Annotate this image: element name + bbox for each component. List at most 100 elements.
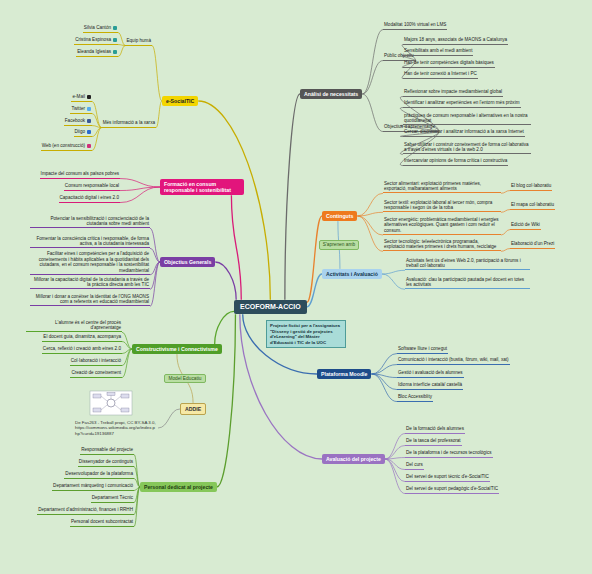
topic-text: Desenvolupador de la plataforma — [65, 471, 133, 476]
subtopic: Consum responsable local — [64, 183, 120, 190]
branch-line — [118, 46, 125, 57]
topic-text: Bloc Accessiblity — [398, 394, 432, 399]
topic-text: e-SocialTIC — [166, 98, 194, 104]
subtopic: El blog col·laboratiu — [510, 183, 552, 190]
topic-text: Gestió i avaluació dels alumnes — [398, 370, 463, 375]
topic-text: Idioma interfície català/ castellà — [398, 382, 462, 387]
subtopic: Sector tecnològic: teleelectrònica progr… — [383, 239, 501, 252]
topic-text: Millorar i donar a conèixer la identitat… — [36, 294, 149, 305]
subtopic: Responsable del projecte — [80, 447, 134, 454]
topic-text: Activitats fent ús d'eines Web 2.0, part… — [406, 258, 521, 269]
branch-line — [198, 101, 270, 300]
branch-line — [382, 274, 405, 289]
topic-text: ADDIE — [185, 406, 201, 412]
branch-line — [150, 248, 160, 262]
branch-line — [385, 459, 405, 482]
subtopic: L'alumne és el centre del procés d'apren… — [26, 320, 122, 333]
branch-topic: ADDIE — [180, 403, 206, 415]
topic-text: Objectius Generals — [164, 259, 211, 265]
link-icon — [113, 38, 117, 42]
subtopic: De la tasca del professorat — [405, 438, 462, 445]
topic-text: Avaluació del projecte — [326, 456, 381, 462]
branch-line — [357, 216, 383, 251]
branch-line — [152, 46, 162, 101]
topic-text: Del servei de suport tècnic d'e-SocialTI… — [406, 474, 489, 479]
branch-line — [371, 365, 397, 374]
topic-text: Consum responsable local — [65, 183, 119, 188]
subtopic: Intercanviar opinions de forma crítica i… — [403, 158, 508, 165]
subtopic: Idioma interfície català/ castellà — [397, 382, 463, 389]
subtopic: El mapa col·laboratiu — [510, 202, 555, 209]
subtopic: Fomentar la consciència crítica i respon… — [30, 236, 150, 249]
topic-text: Eleanda Iglesias — [77, 49, 111, 54]
branch-topic: e-SocialTIC — [162, 96, 198, 106]
branch-line — [362, 30, 383, 94]
subtopic: Creació de coneixement — [70, 370, 122, 377]
topic-text: Creació de coneixement — [71, 370, 121, 375]
topic-text: Han de tenir conexió a Internet i PC — [404, 71, 477, 76]
topic-text: Modalitat 100% virtual en LMS — [384, 22, 446, 27]
subtopic: Activitats fent ús d'eines Web 2.0, part… — [405, 258, 530, 271]
topic-text: El mapa col·laboratiu — [511, 202, 554, 207]
branch-line — [120, 187, 160, 203]
topic-text: Departament d'administració, finances i … — [38, 507, 133, 512]
subtopic: Twitter — [70, 106, 92, 113]
subtopic: Del servei de suport pedagògic d'e-Socia… — [405, 486, 499, 493]
subtopic: Impacte del consum als països pobres — [40, 171, 120, 178]
topic-text: Públic objectiu — [384, 53, 414, 58]
branch-line — [118, 33, 125, 46]
subtopic: Col·laboració i interacció — [70, 358, 122, 365]
subtopic: Més informació a la xarxa — [102, 120, 156, 127]
subtopic: Elaboració d'un Prezi — [510, 241, 555, 248]
topic-text: Anàlisi de necessitats — [304, 91, 358, 97]
topic-text: Projecte fictici per a l'assignatura "Di… — [270, 323, 340, 345]
branch-line — [122, 349, 132, 378]
subtopic: Desenvolupador de la plataforma — [64, 471, 134, 478]
topic-text: Equip humà — [126, 38, 151, 43]
subtopic: Millorar i donar a conèixer la identitat… — [30, 294, 150, 307]
subtopic: Cercar, discriminar i analitzar informac… — [403, 129, 525, 136]
subtopic: Saber utilitzar i construir coneixement … — [403, 142, 531, 155]
topic-text: Cristina Espinosa — [75, 37, 111, 42]
branch-line — [371, 354, 397, 374]
subtopic: e-Mail — [71, 94, 92, 101]
subtopic: Modalitat 100% virtual en LMS — [383, 22, 447, 29]
topic-text: Edició de Wiki — [511, 222, 540, 227]
link-icon — [87, 130, 91, 134]
branch-line — [122, 342, 132, 349]
topic-text: Identificar i analitzar experiències en … — [404, 100, 520, 105]
branch-line — [501, 249, 510, 252]
branch-line — [385, 459, 405, 494]
branch-topic: Personal dedicat al projecte — [140, 482, 217, 492]
topic-text: Facebook — [65, 118, 85, 123]
topic-text: Reflexionar sobre impacte mediambiental … — [404, 89, 502, 94]
branch-line — [120, 179, 160, 187]
topic-text: Facilitar eines i competències per a l'a… — [39, 251, 149, 273]
subtopic: Potenciar la sensibilització i conscienc… — [30, 216, 150, 229]
subtopic: Facilitar eines i competències per a l'a… — [30, 251, 150, 275]
branch-line — [134, 455, 140, 487]
subtopic: Han de tenir competències digitals bàsiq… — [403, 60, 495, 67]
branch-topic: Avaluació del projecte — [322, 454, 385, 464]
topic-text: Activitats i Avaluació — [326, 271, 378, 277]
branch-line — [118, 45, 125, 46]
subtopic: De la formació dels alumnes — [405, 426, 465, 433]
branch-topic: Continguts — [322, 211, 357, 221]
topic-text: Sector energètic: problemàtica mediambie… — [384, 217, 499, 233]
relation-label: S'aprenen amb — [319, 240, 359, 250]
subtopic: Majors 18 anys, associats de MAONS a Cat… — [403, 37, 508, 44]
topic-text: Twitter — [71, 106, 85, 111]
subtopic: Bloc Accessiblity — [397, 394, 433, 401]
subtopic: Diigo — [74, 129, 92, 136]
topic-text: Capacitació digital i eines 2.0 — [60, 195, 120, 200]
topic-text: Sector tecnològic: teleelectrònica progr… — [384, 239, 496, 250]
branch-line — [231, 195, 241, 300]
topic-text: Responsable del projecte — [81, 447, 133, 452]
branch-line — [501, 210, 510, 213]
topic-text: L'alumne és el centre del procés d'apren… — [55, 320, 121, 331]
topic-text: Potenciar la sensibilització i conscienc… — [50, 216, 149, 227]
link-icon — [87, 107, 91, 111]
topic-text: De la tasca del professorat — [406, 438, 461, 443]
topic-text: e-Mail — [72, 94, 85, 99]
